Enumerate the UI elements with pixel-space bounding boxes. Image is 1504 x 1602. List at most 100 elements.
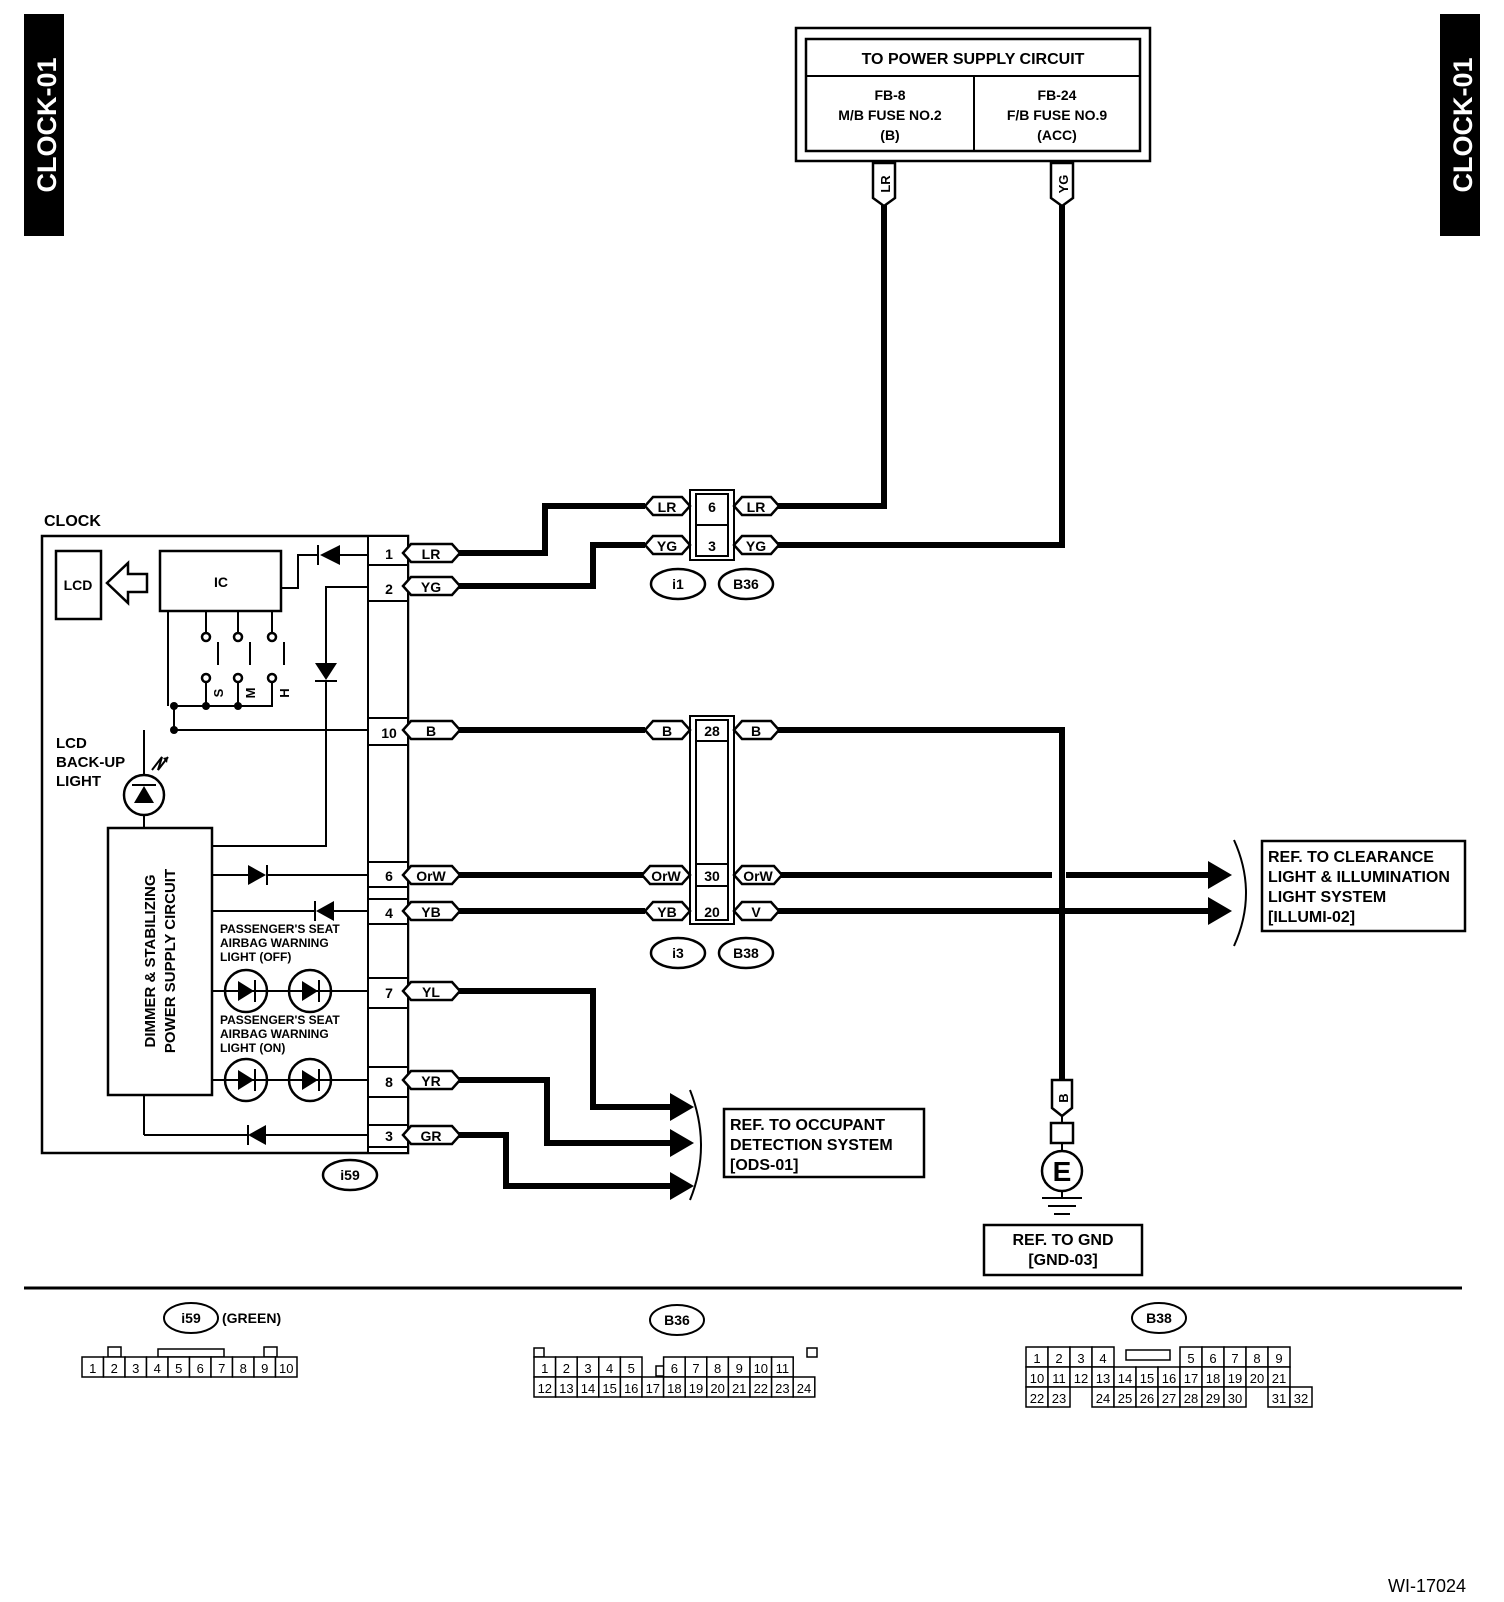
connector-b38-pin: 31 [1272,1391,1286,1406]
connector-b38-pin: 9 [1275,1351,1282,1366]
connector-b36-pin: 12 [538,1381,552,1396]
connector-b36-pin: 21 [732,1381,746,1396]
svg-text:GR: GR [421,1128,442,1144]
joint-pin: 30 [704,868,720,884]
pin-number: 2 [385,581,393,597]
connector-b38-pin: 16 [1162,1371,1176,1386]
wire-tag-b: B [401,719,462,741]
connector-i59-pin: 7 [218,1361,225,1376]
joint-wire-in: OrW [651,868,681,884]
svg-text:OrW: OrW [416,868,446,884]
joint-wire-in: B [662,723,672,739]
connector-b38-pin: 8 [1253,1351,1260,1366]
airbag-on-line3: LIGHT (ON) [220,1041,285,1055]
connector-b36-key [533,1347,545,1358]
connector-b36-key [806,1347,818,1358]
power-left-line3: (B) [880,127,899,143]
connector-b38-pin: 14 [1118,1371,1132,1386]
airbag-on-line1: PASSENGER'S SEAT [220,1013,340,1027]
power-right-line2: F/B FUSE NO.9 [1007,107,1108,123]
power-wires: LR YG [770,161,1075,548]
connector-b38-pin: 28 [1184,1391,1198,1406]
joint-pin: 28 [704,723,720,739]
power-supply-title: TO POWER SUPPLY CIRCUIT [862,51,1085,68]
connector-i59-label-oval [163,1302,219,1334]
connector-b36-pin: 16 [624,1381,638,1396]
ic-block: IC [158,549,283,613]
switch-s-label: S [211,688,226,697]
svg-text:YL: YL [422,984,440,1000]
svg-text:REF. TO GND: REF. TO GND [1012,1232,1113,1249]
pin2-internal [212,586,368,847]
svg-text:YR: YR [421,1073,440,1089]
backup-light-line2: BACK-UP [56,754,125,771]
wire-tag-yg-top: YG [1056,175,1071,194]
pin3-internal [144,1125,368,1145]
power-left-line1: FB-8 [874,87,905,103]
connector-b36-pin: 3 [584,1361,591,1376]
switch-group: S M H [167,611,292,710]
wire-tag-lr: LR [401,542,462,564]
power-right-line1: FB-24 [1038,87,1077,103]
side-tab-left: CLOCK-01 [24,14,64,236]
connector-b36-pin: 17 [646,1381,660,1396]
connector-b36-label-oval [649,1304,705,1336]
connector-b36-pin: 1 [541,1361,548,1376]
connector-b36-pin: 24 [797,1381,811,1396]
wire-tag-gr: GR [401,1124,462,1146]
pin10-internal: LCD BACK-UP LIGHT [56,706,368,828]
pin-number: 1 [385,546,393,562]
connector-b38-pin: 19 [1228,1371,1242,1386]
power-right-line3: (ACC) [1037,127,1077,143]
airbag-on-lights: PASSENGER'S SEAT AIRBAG WARNING LIGHT (O… [212,1013,368,1103]
connector-i59-key [263,1346,278,1358]
joint-pin: 3 [708,538,716,554]
connector-b38-pin: 1 [1033,1351,1040,1366]
connector-b36-pin: 18 [667,1381,681,1396]
pin-number: 3 [385,1128,393,1144]
joint-wire-out: LR [747,499,766,515]
airbag-off-line1: PASSENGER'S SEAT [220,922,340,936]
connector-b38-pin: 5 [1187,1351,1194,1366]
connector-i59-pin: 1 [89,1361,96,1376]
switch-m-label: M [243,688,258,699]
ground-wire-tag: B [1056,1093,1071,1102]
connector-i59-pin: 3 [132,1361,139,1376]
connector-b36-pin: 8 [714,1361,721,1376]
svg-text:[ILLUMI-02]: [ILLUMI-02] [1268,909,1355,926]
dimmer-line2: POWER SUPPLY CIRCUIT [162,869,179,1053]
connector-b38-pin: 27 [1162,1391,1176,1406]
svg-text:DETECTION SYSTEM: DETECTION SYSTEM [730,1137,893,1154]
connector-b38-pin: 15 [1140,1371,1154,1386]
svg-text:LR: LR [422,546,441,562]
external-wires [455,503,1247,1201]
connector-i59-label: i59 [181,1310,201,1326]
svg-text:YG: YG [421,579,441,595]
clock-box [40,534,410,1155]
joint-pin: 6 [708,499,716,515]
airbag-on-line2: AIRBAG WARNING [220,1027,329,1041]
backup-light-line1: LCD [56,735,87,752]
joint-wire-out: V [751,904,761,920]
joint-wire-out: OrW [743,868,773,884]
connector-b38-pin: 21 [1272,1371,1286,1386]
connector-b36-label: B36 [664,1312,690,1328]
wire-tag-lr-top: LR [878,175,893,193]
connector-b38-pin: 18 [1206,1371,1220,1386]
side-tab-right: CLOCK-01 [1440,14,1480,236]
svg-text:YB: YB [421,904,440,920]
connector-b36-pin: 9 [736,1361,743,1376]
connector-b38-pin: 4 [1099,1351,1106,1366]
ic-label: IC [214,574,228,590]
clock-wire-tags: LR YG B OrW YB YL YR GR [401,542,462,1146]
connector-b36-pin: 6 [671,1361,678,1376]
connector-b36-pin: 19 [689,1381,703,1396]
connector-b36-pin: 4 [606,1361,613,1376]
clock-title: CLOCK [44,513,101,530]
connector-b38-label-oval [1131,1302,1187,1334]
dimmer-circuit: DIMMER & STABILIZING POWER SUPPLY CIRCUI… [106,826,214,1135]
ground-label: E [1053,1156,1072,1187]
connector-b36-pin: 10 [754,1361,768,1376]
airbag-off-line2: AIRBAG WARNING [220,936,329,950]
